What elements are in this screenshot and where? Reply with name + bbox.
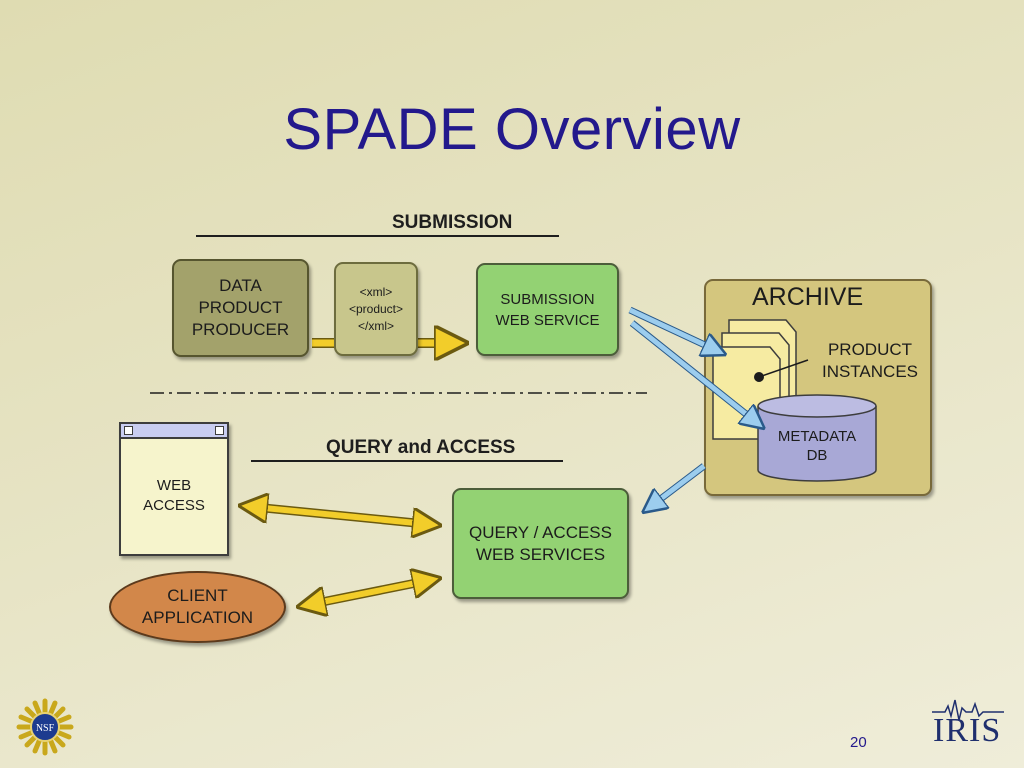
xml-product-document: <xml> <product> </xml> <box>334 262 418 356</box>
section-label-query-access: QUERY and ACCESS <box>326 437 516 458</box>
nsf-logo-text: NSF <box>36 723 55 734</box>
window-title-bar <box>121 424 227 439</box>
arrow-archive-to-query <box>646 464 706 510</box>
page-number: 20 <box>850 734 867 751</box>
nsf-seal-icon: NSF <box>16 698 74 756</box>
page-title: SPADE Overview <box>283 97 741 162</box>
iris-seismogram-icon <box>932 699 1004 721</box>
metadata-db-label: METADATA DB <box>777 428 857 464</box>
data-product-producer-box: DATA PRODUCT PRODUCER <box>172 259 309 357</box>
double-arrow-web-query <box>244 506 436 525</box>
arrow-submit-to-db <box>630 321 761 426</box>
client-application-ellipse: CLIENT APPLICATION <box>109 571 286 643</box>
query-access-web-services-box: QUERY / ACCESS WEB SERVICES <box>452 488 629 599</box>
arrow-submit-to-instances <box>628 307 722 353</box>
instances-pointer-line <box>758 359 809 378</box>
submission-web-service-box: SUBMISSION WEB SERVICE <box>476 263 619 356</box>
product-instances-label: PRODUCT INSTANCES <box>821 340 919 381</box>
web-access-window: WEB ACCESS <box>119 422 229 556</box>
window-maximize-icon <box>215 426 224 435</box>
window-close-icon <box>124 426 133 435</box>
section-label-submission: SUBMISSION <box>392 212 513 233</box>
archive-label: ARCHIVE <box>752 283 864 311</box>
iris-logo-text: IRIS <box>933 712 1002 749</box>
double-arrow-client-query <box>302 579 436 606</box>
web-access-label: WEB ACCESS <box>143 477 205 514</box>
